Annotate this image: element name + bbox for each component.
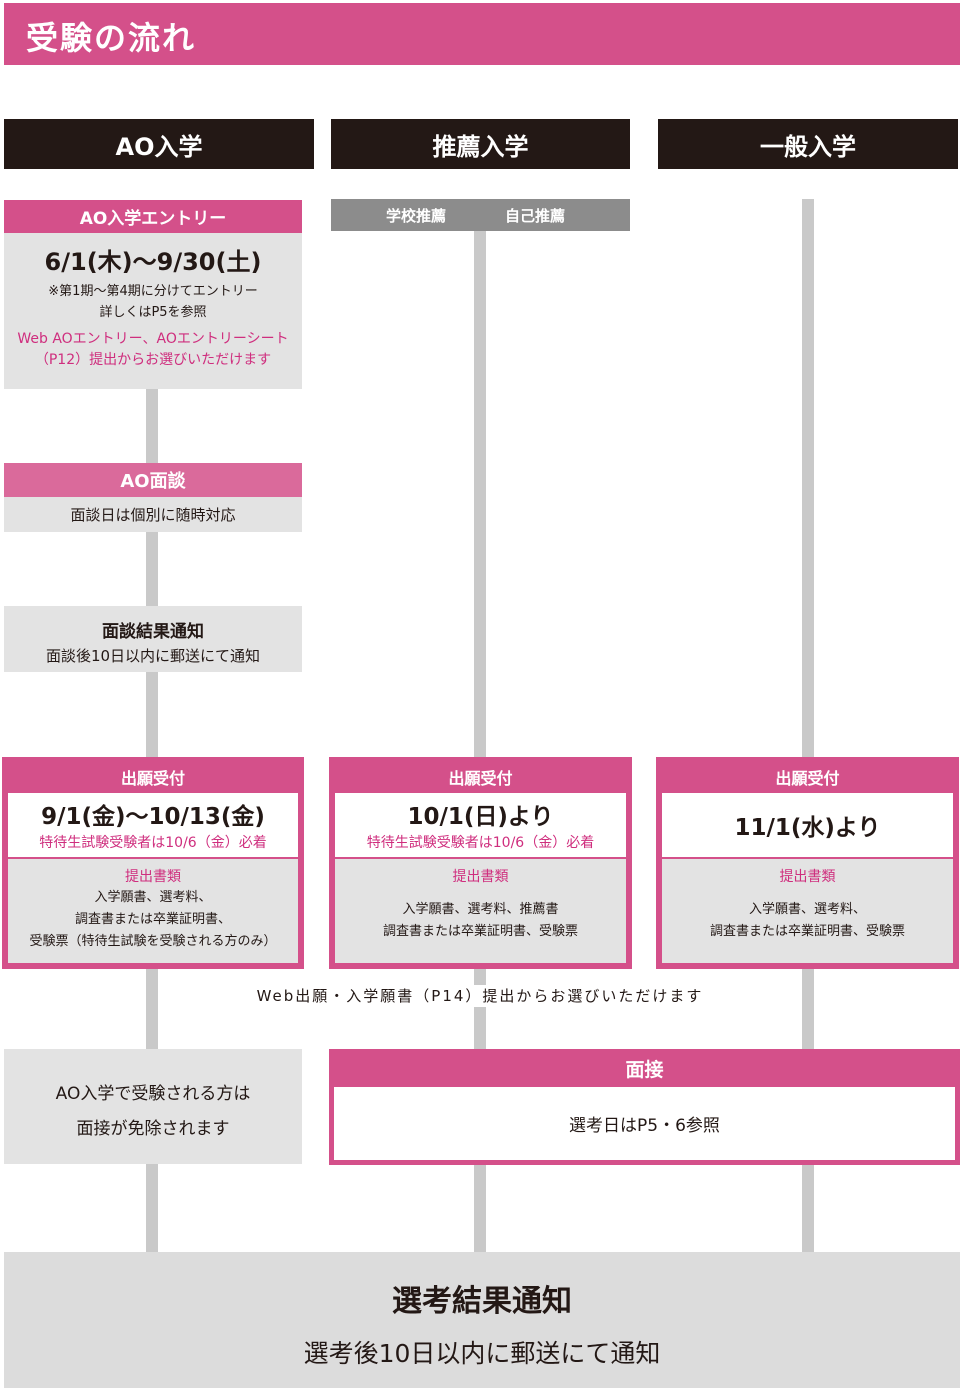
application-suisen-docs-header: 提出書類 [452, 869, 509, 885]
ao-exempt-box: AO入学で受験される方は 面接が免除されます [4, 1049, 302, 1164]
application-ao-frame: 出願受付 9/1(金)～10/13(金) 特待生試験受験者は10/6（金）必着 … [2, 757, 304, 969]
interview-result-text: 面談後10日以内に郵送にて通知 [45, 647, 261, 665]
column-header-suisen: 推薦入学 [331, 119, 630, 169]
suisen-types-bar: 学校推薦 自己推薦 [331, 199, 630, 231]
ao-entry-note1: ※第1期～第4期に分けてエントリー [48, 284, 258, 299]
ao-entry-box: 6/1(木)～9/30(土) ※第1期～第4期に分けてエントリー 詳しくはP5を… [4, 233, 302, 389]
ao-interview-header: AO面談 [4, 463, 302, 497]
final-result-title: 選考結果通知 [392, 1284, 572, 1319]
ao-entry-web1: Web AOエントリー、AOエントリーシート [17, 331, 289, 347]
application-ippan-docs-header: 提出書類 [779, 869, 836, 885]
final-result-text: 選考後10日以内に郵送にて通知 [303, 1339, 661, 1368]
application-suisen-frame: 出願受付 10/1(日)より 特待生試験受験者は10/6（金）必着 提出書類 入… [329, 757, 632, 969]
interview-text: 選考日はP5・6参照 [334, 1087, 955, 1160]
column-header-ippan: 一般入学 [658, 119, 958, 169]
application-ao-note: 特待生試験受験者は10/6（金）必着 [39, 835, 267, 851]
application-suisen-note: 特待生試験受験者は10/6（金）必着 [366, 835, 595, 851]
final-result-box: 選考結果通知 選考後10日以内に郵送にて通知 [4, 1252, 960, 1388]
application-suisen-docsbox: 提出書類 入学願書、選考料、推薦書 調査書または卒業証明書、受験票 [335, 859, 626, 963]
interview-result-title: 面談結果通知 [102, 622, 204, 642]
ao-entry-note2: 詳しくはP5を参照 [99, 305, 207, 320]
title-bar: 受験の流れ [4, 3, 960, 65]
application-ao-docsbox: 提出書類 入学願書、選考料、 調査書または卒業証明書、 受験票（特待生試験を受験… [8, 859, 298, 963]
ao-entry-header: AO入学エントリー [4, 200, 302, 233]
application-ippan-frame: 出願受付 11/1(水)より 提出書類 入学願書、選考料、 調査書または卒業証明… [656, 757, 959, 969]
application-suisen-date: 10/1(日)より [407, 804, 554, 830]
interview-header: 面接 [625, 1059, 664, 1081]
application-ippan-header: 出願受付 [775, 769, 840, 788]
ao-exempt-line2: 面接が免除されます [76, 1119, 230, 1139]
column-header-ao: AO入学 [4, 119, 314, 169]
application-ao-datebox: 9/1(金)～10/13(金) 特待生試験受験者は10/6（金）必着 [8, 793, 298, 857]
ao-exempt-line1: AO入学で受験される方は [55, 1084, 251, 1104]
application-ippan-docs1: 入学願書、選考料、 [748, 902, 866, 917]
application-ao-docs3: 受験票（特待生試験を受験される方のみ） [29, 934, 277, 949]
suisen-type-school: 学校推薦 [386, 207, 447, 225]
connector-line-ippan [802, 199, 814, 1252]
interview-frame: 面接 選考日はP5・6参照 [329, 1049, 960, 1165]
application-ippan-date: 11/1(水)より [662, 793, 953, 857]
application-ippan-docs2: 調査書または卒業証明書、受験票 [709, 924, 905, 939]
application-ao-docs-header: 提出書類 [125, 869, 181, 885]
application-suisen-docs2: 調査書または卒業証明書、受験票 [382, 924, 578, 939]
interview-result-box: 面談結果通知 面談後10日以内に郵送にて通知 [4, 606, 302, 672]
application-ao-docs2: 調査書または卒業証明書、 [74, 912, 231, 927]
web-application-note: Web出願・入学願書（P14）提出からお選びいただけます [160, 985, 800, 1007]
application-suisen-header: 出願受付 [448, 769, 513, 788]
ao-interview-text: 面談日は個別に随時対応 [4, 497, 302, 532]
suisen-type-self: 自己推薦 [505, 207, 566, 225]
application-ippan-docsbox: 提出書類 入学願書、選考料、 調査書または卒業証明書、受験票 [662, 859, 953, 963]
application-ao-docs1: 入学願書、選考料、 [94, 890, 212, 905]
application-ao-header: 出願受付 [120, 769, 185, 788]
ao-entry-date: 6/1(木)～9/30(土) [44, 248, 262, 276]
ao-entry-web2: （P12）提出からお選びいただけます [34, 352, 272, 368]
application-suisen-datebox: 10/1(日)より 特待生試験受験者は10/6（金）必着 [335, 793, 626, 857]
application-ao-date: 9/1(金)～10/13(金) [41, 804, 265, 830]
page-title: 受験の流れ [26, 19, 197, 57]
application-suisen-docs1: 入学願書、選考料、推薦書 [402, 902, 559, 917]
